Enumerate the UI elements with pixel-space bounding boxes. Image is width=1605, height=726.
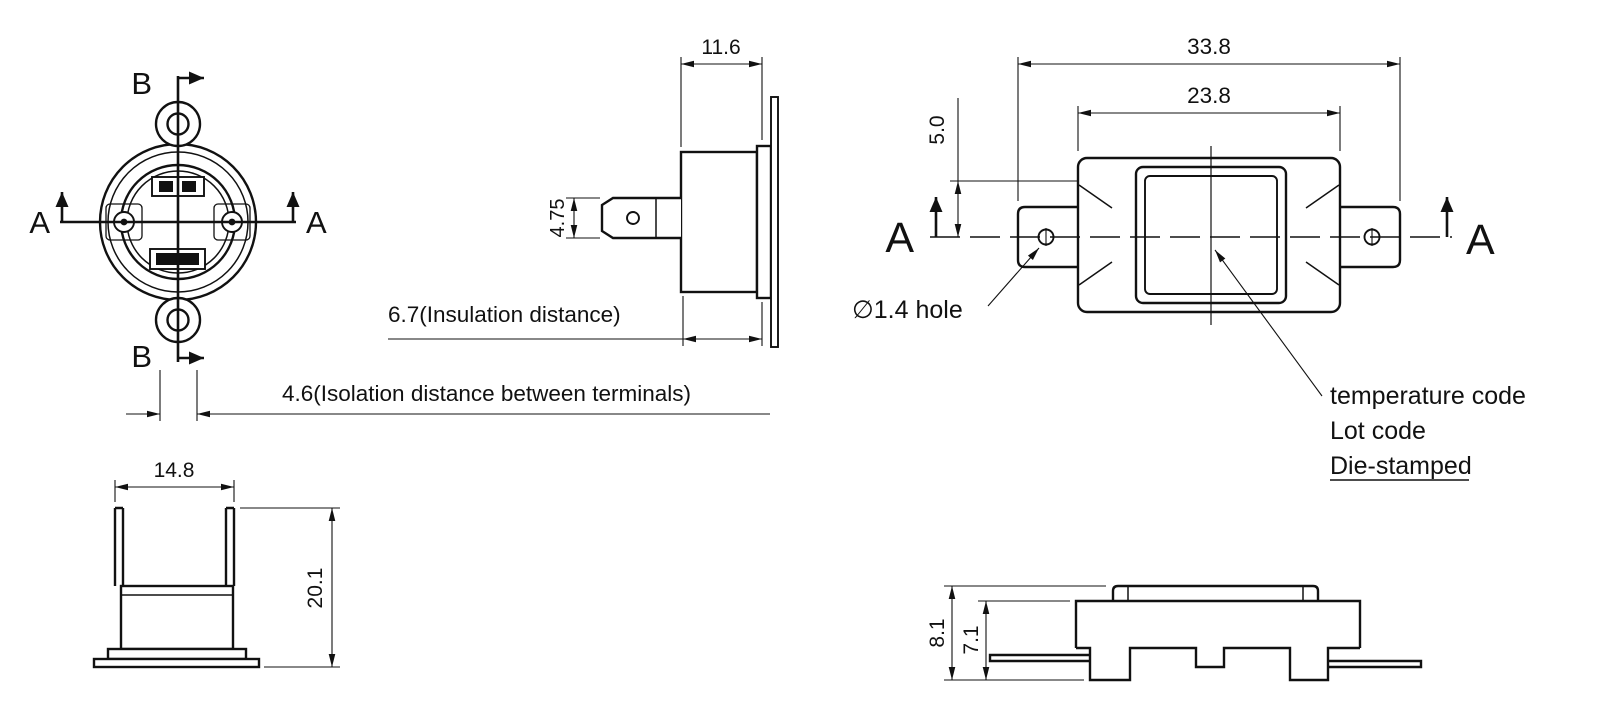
- note-insulation-distance: 6.7(Insulation distance): [388, 302, 621, 327]
- body: [92, 584, 261, 669]
- dim-23-8: 23.8: [1077, 83, 1341, 151]
- note-hole-text: ∅1.4 hole: [852, 296, 963, 324]
- section-line-a: [55, 192, 300, 224]
- view-round-front: B B A A: [29, 66, 327, 374]
- note-marking: temperature code Lot code Die-stamped: [1214, 249, 1526, 481]
- section-label-b-top: B: [131, 66, 152, 101]
- dim-text-33-8: 33.8: [1187, 34, 1231, 59]
- terminal-left: [113, 506, 125, 586]
- dim-5-0: 5.0: [926, 98, 1077, 237]
- terminal-right: [224, 506, 236, 586]
- section-label-a-right: A: [1466, 216, 1495, 264]
- dim-20-1: 20.1: [240, 507, 340, 668]
- section-label-a-left: A: [885, 214, 914, 262]
- terminal-left: [988, 653, 1091, 663]
- dim-33-8: 33.8: [1017, 34, 1401, 201]
- dim-text-4-75: 4.75: [547, 199, 569, 238]
- section-label-a-right: A: [306, 205, 327, 240]
- view-rect-front: A A 33.8 23.8 5.0 ∅1.4 hole temperature: [852, 34, 1526, 481]
- dim-14-8: 14.8: [114, 459, 235, 502]
- body: [1074, 584, 1362, 682]
- dim-text-5-0: 5.0: [926, 115, 949, 144]
- dim-text-14-8: 14.8: [154, 459, 195, 482]
- note-marking-line2: Lot code: [1330, 417, 1426, 445]
- note-marking-line1: temperature code: [1330, 382, 1526, 410]
- dim-text-11-6: 11.6: [701, 36, 740, 59]
- body-chamfers: [1078, 184, 1340, 286]
- dim-8-1: 8.1: [926, 585, 1106, 681]
- dim-text-7-1: 7.1: [960, 625, 983, 654]
- view-round-side: 11.6 4.75 6.7(Insulation distance): [388, 36, 779, 348]
- view-rect-side: 8.1 7.1: [926, 584, 1423, 682]
- view-round-bottom: 14.8 20.1: [92, 459, 340, 669]
- dim-11-6: 11.6: [680, 36, 763, 147]
- dim-6-7-insulation: 6.7(Insulation distance): [388, 296, 763, 346]
- terminal-right: [1327, 659, 1423, 669]
- dim-text-20-1: 20.1: [304, 568, 327, 609]
- rim: [755, 144, 773, 300]
- section-line-a: [929, 197, 1454, 237]
- note-hole: ∅1.4 hole: [852, 247, 1040, 324]
- terminal-tab: [600, 196, 681, 240]
- note-isolation-distance: 4.6(Isolation distance between terminals…: [282, 381, 691, 406]
- dim-4-6-isolation: 4.6(Isolation distance between terminals…: [126, 370, 770, 421]
- dim-7-1: 7.1: [960, 600, 1070, 680]
- section-label-b-bottom: B: [131, 339, 152, 374]
- mounting-bracket: [770, 96, 779, 348]
- note-marking-line3: Die-stamped: [1330, 452, 1472, 480]
- section-line-b: [176, 71, 204, 365]
- body: [679, 150, 759, 294]
- section-label-a-left: A: [29, 205, 50, 240]
- dim-text-23-8: 23.8: [1187, 83, 1231, 108]
- dim-text-8-1: 8.1: [926, 618, 949, 647]
- dim-4-75: 4.75: [547, 197, 600, 239]
- terminal-hole: [626, 211, 640, 225]
